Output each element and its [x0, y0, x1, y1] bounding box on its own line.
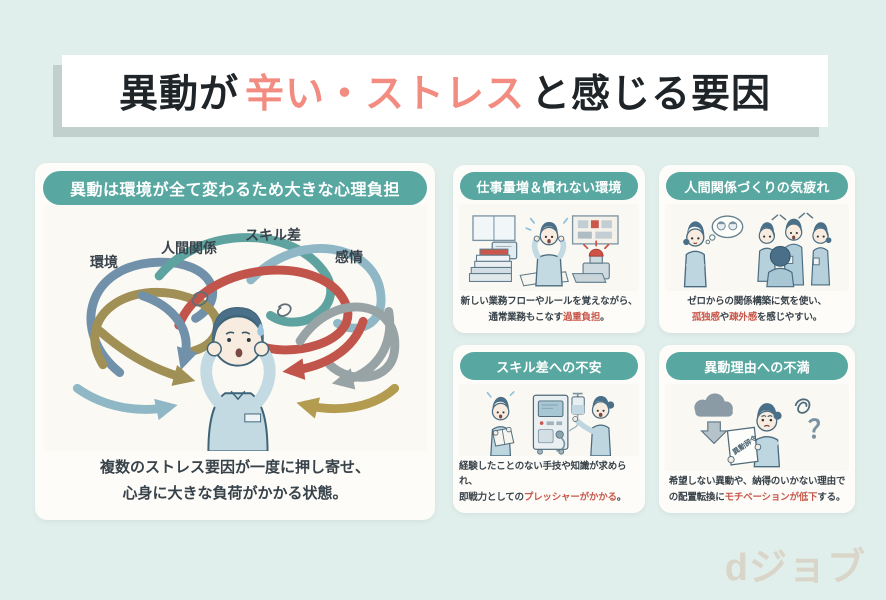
- workload-illustration: [459, 204, 639, 292]
- thought-bubble-icon: [705, 215, 744, 245]
- tangle-loops: [86, 233, 400, 382]
- tangled-stress-illustration: 環境 人間関係 スキル差 感情: [43, 205, 427, 452]
- stress-label-emotion: 感情: [335, 249, 363, 265]
- stress-arrows: [72, 291, 400, 421]
- main-card-header: 異動は環境が全て変わるため大きな心理負担: [43, 171, 427, 205]
- card-transfer-reason-caption: 希望しない異動や、納得のいかない理由で の配置転換にモチベーションが低下する。: [668, 476, 846, 503]
- card-skill-gap-caption: 経験したことのない手技や知識が求められ、 即戦力としてのプレッシャーがかかる。: [459, 460, 627, 503]
- main-card-caption: 複数のストレス要因が一度に押し寄せ、 心身に大きな負荷がかかる状態。: [99, 459, 370, 503]
- scribble-icon: [794, 398, 811, 414]
- tangled-arrows-svg: [72, 233, 400, 452]
- chat-marks: [771, 212, 814, 221]
- lonely-person-group-svg: [683, 212, 832, 288]
- stress-label-skill-gap: スキル差: [245, 227, 301, 243]
- card-transfer-reason-header: 異動理由への不満: [666, 352, 848, 380]
- relationships-illustration: [665, 204, 849, 292]
- lonely-person: [683, 221, 707, 288]
- transfer-notice-paper: 異動辞令: [726, 426, 779, 466]
- card-workload-caption: 新しい業務フローやルールを覚えながら、 通常業務もこなす過重負担。: [460, 296, 638, 323]
- page-title: 異動が辛い・ストレスと感じる要因: [118, 73, 772, 116]
- stressed-person: [200, 307, 276, 452]
- medical-device-svg: [486, 391, 615, 456]
- chatting-group: [757, 218, 832, 288]
- card-relationships-caption: ゼロからの関係構築に気を使い、 孤独感や疎外感を感じやすい。: [687, 296, 827, 323]
- bulletin-board-icon: [571, 215, 619, 245]
- transfer-notice-svg: ？ 異動辞令: [694, 393, 833, 468]
- down-arrow-icon: [700, 421, 728, 445]
- dissatisfied-person: [753, 403, 782, 468]
- djob-logo: dジョブ: [724, 547, 866, 589]
- card-transfer-reason: 異動理由への不満 ？: [659, 345, 855, 513]
- paper-stacks-icon: [468, 248, 512, 282]
- transfer-reason-illustration: ？ 異動辞令: [665, 384, 849, 472]
- main-stress-card: 異動は環境が全て変わるため大きな心理負担: [35, 163, 435, 520]
- documents-keyboard-icon: [519, 271, 607, 287]
- card-workload: 仕事量増＆慣れない環境: [453, 165, 645, 333]
- stress-label-relationships: 人間関係: [161, 240, 217, 256]
- medical-machine-icon: [532, 394, 569, 455]
- question-mark-icon: ？: [808, 416, 833, 444]
- card-workload-header: 仕事量増＆慣れない環境: [460, 172, 638, 200]
- card-relationships: 人間関係づくりの気疲れ: [659, 165, 855, 333]
- card-relationships-header: 人間関係づくりの気疲れ: [666, 172, 848, 200]
- card-skill-gap: スキル差への不安: [453, 345, 645, 513]
- stressed-worker: [525, 217, 569, 287]
- card-skill-gap-header: スキル差への不安: [460, 352, 638, 380]
- title-banner: 異動が辛い・ストレスと感じる要因: [62, 55, 828, 127]
- stress-label-environment: 環境: [90, 254, 118, 270]
- confusion-squiggles: [191, 291, 292, 317]
- dark-cloud-icon: [694, 393, 733, 417]
- senior-nurse: [572, 396, 615, 456]
- desk-scene-svg: [468, 215, 619, 287]
- window-icon: [472, 215, 516, 242]
- anxious-nurse: [486, 391, 515, 456]
- skill-gap-illustration: [459, 384, 639, 456]
